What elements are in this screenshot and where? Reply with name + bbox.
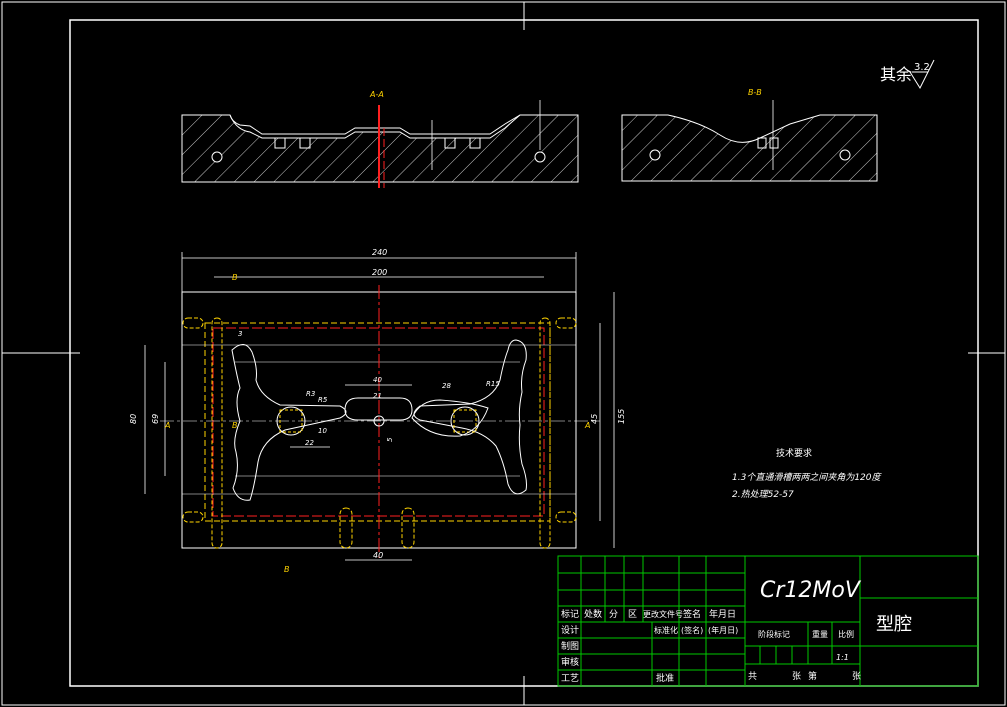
technical-notes: 技术要求 1.3个直通滑槽两两之间夹角为120度 2.热处理52-57 [732,447,882,500]
roughness-symbol: 其余 3.2 [880,59,935,90]
dim-inner-width: 200 [372,268,387,277]
tb-signature: (签名) [681,625,703,635]
dim-28: 28 [442,382,451,390]
notes-line1: 1.3个直通滑槽两两之间夹角为120度 [732,472,882,483]
marker-b-left: B [232,421,238,430]
dim-overall-width: 240 [372,248,387,257]
section-bb: B-B [621,88,878,182]
tb-row-mark: 标记 [561,608,579,620]
tb-design: 设计 [561,624,579,636]
dim-slot-21: 21 [373,392,382,400]
dim-r5: R5 [318,396,328,404]
tb-row-zone-b: 区 [628,609,637,620]
tb-row-sign: 签名 [683,608,701,620]
tb-weight: 重量 [812,629,828,639]
dim-r15: R15 [486,380,500,388]
tb-row-change: 更改文件号 [643,609,683,619]
tb-standard: 标准化 [654,625,678,635]
section-aa-label: A-A [369,90,384,99]
notes-title: 技术要求 [776,447,812,459]
dim-center-40-bottom: 40 [373,551,383,560]
tb-check: 审核 [561,656,579,668]
tb-stage-mark: 阶段标记 [758,629,790,639]
marker-a-left: A [164,421,170,430]
section-aa: A-A [181,90,579,188]
dim-center-40-top: 40 [373,376,382,384]
dim-10: 10 [318,427,327,435]
title-block [557,555,979,687]
tb-total: 共 [748,671,757,682]
dim-22: 22 [305,439,314,447]
part-name-label: 型腔 [876,614,912,635]
tb-no: 第 [808,670,817,682]
tb-row-date: 年月日 [709,608,736,620]
tb-process: 工艺 [561,673,579,684]
tb-scale-value: 1:1 [836,653,849,662]
dim-3: 3 [238,330,242,338]
dim-height-69: 69 [151,414,160,424]
tb-row-count: 处数 [584,608,602,620]
marker-b-bottom: B [284,565,290,574]
plan-view: 240 200 [129,248,626,574]
tb-row-zone-a: 分 [609,609,618,620]
tb-date: (年月日) [708,625,738,635]
dim-slot-5: 5 [386,437,394,442]
roughness-prefix: 其余 [880,65,912,84]
tb-approve: 批准 [656,672,674,684]
roughness-value: 3.2 [914,62,930,73]
dim-r3: R3 [306,390,315,398]
dim-height-45: 45 [590,414,599,424]
marker-a-right: A [584,421,590,430]
notes-line2: 2.热处理52-57 [732,489,794,500]
title-block-text: Cr12MoV 型腔 标记 处数 分 区 更改文件号 签名 年月日 设计 标准化… [561,578,912,684]
material-label: Cr12MoV [760,578,862,603]
tb-scale: 比例 [838,629,854,639]
dim-height-155: 155 [617,409,626,424]
dim-height-80: 80 [129,414,138,424]
marker-b-top: B [232,273,238,282]
section-bb-label: B-B [748,88,762,97]
tb-sheet: 张 [792,671,801,682]
tb-draw: 制图 [561,640,579,652]
tb-page: 张 [852,671,861,682]
